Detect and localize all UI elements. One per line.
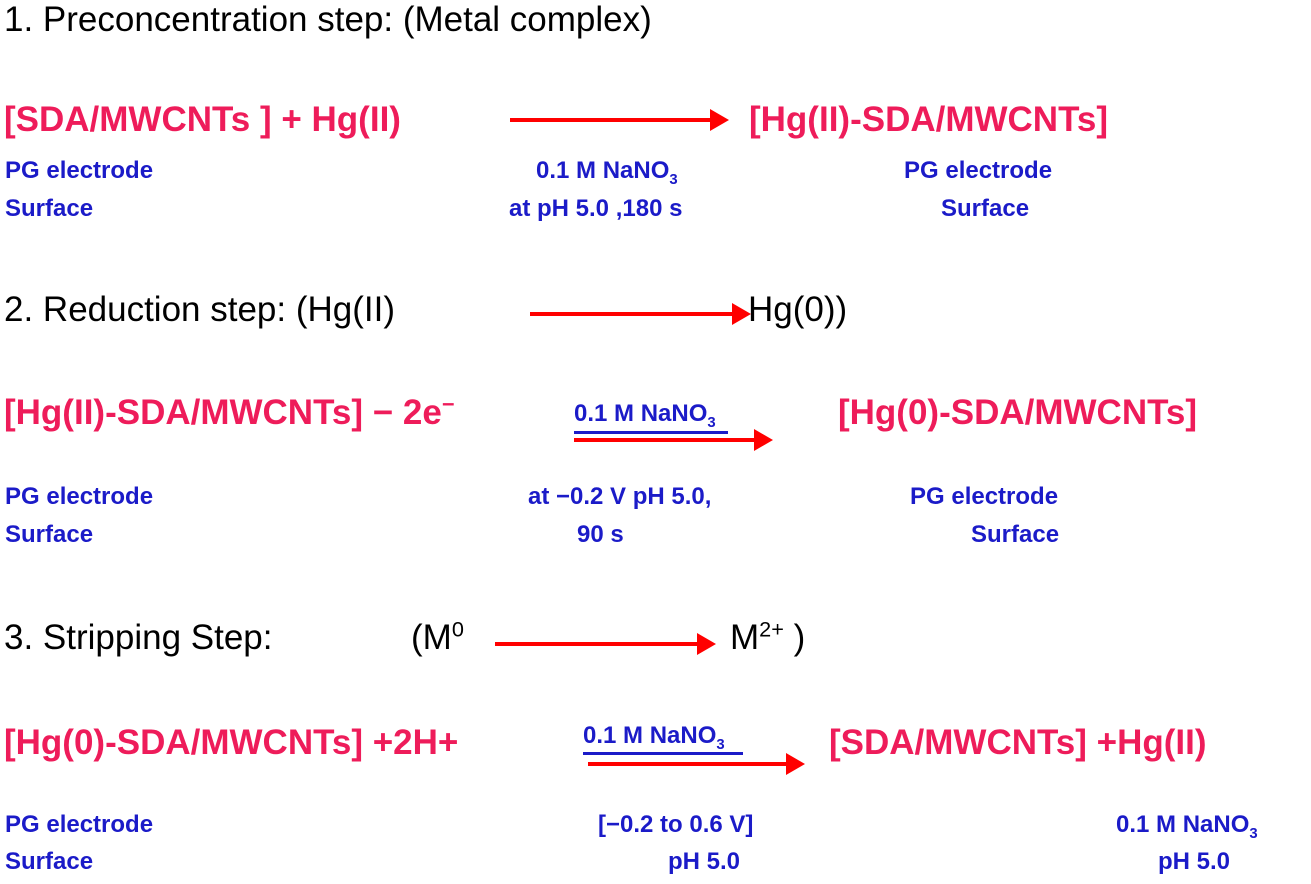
step3-mid-note-line1: [−0.2 to 0.6 V] (598, 811, 754, 838)
step2-reactant: [Hg(II)-SDA/MWCNTs] − 2e− (4, 391, 455, 432)
step3-left-note-line2: Surface (5, 848, 94, 875)
step1-heading: 1. Preconcentration step: (Metal complex… (4, 0, 652, 39)
step2-heading-suffix: Hg(0)) (748, 290, 848, 329)
step3-product: [SDA/MWCNTs] +Hg(II) (829, 723, 1207, 762)
step3-heading-from: (M0 (411, 616, 464, 657)
step2-product: [Hg(0)-SDA/MWCNTs] (838, 393, 1198, 432)
step3-heading-to: M2+ ) (730, 616, 806, 657)
step3-left-note-line1: PG electrode (5, 811, 154, 838)
step2-right-note-line2: Surface (971, 521, 1060, 548)
step1-condition-line2: at pH 5.0 ,180 s (509, 195, 683, 222)
step2-mid-note-line2: 90 s (577, 521, 624, 548)
step2-mid-note-line1: at −0.2 V pH 5.0, (528, 483, 712, 510)
step3-condition-underline (583, 752, 743, 755)
step1-left-note-line2: Surface (5, 195, 94, 222)
step3-heading-arrow (495, 633, 716, 655)
step2-right-note-line1: PG electrode (910, 483, 1059, 510)
step1-left-note-line1: PG electrode (5, 157, 154, 184)
step1-right-note-line2: Surface (941, 195, 1030, 222)
step2-condition: 0.1 M NaNO3 (574, 400, 716, 431)
step2-heading-prefix: 2. Reduction step: (Hg(II) (4, 290, 395, 329)
step1-product: [Hg(II)-SDA/MWCNTs] (749, 100, 1108, 139)
step1-reactant: [SDA/MWCNTs ] + Hg(II) (4, 100, 401, 139)
step3-right-note-line2: pH 5.0 (1158, 848, 1231, 875)
step2-left-note-line1: PG electrode (5, 483, 154, 510)
step2-condition-underline (574, 431, 728, 434)
step2-heading-arrow (530, 303, 751, 325)
step1-arrow (510, 109, 729, 131)
step3-reactant: [Hg(0)-SDA/MWCNTs] +2H+ (4, 723, 459, 762)
step2-left-note-line2: Surface (5, 521, 94, 548)
step1-condition-line1: 0.1 M NaNO3 (536, 157, 678, 188)
step1-right-note-line1: PG electrode (904, 157, 1053, 184)
step2-arrow (574, 429, 773, 451)
step3-arrow (588, 753, 805, 775)
step3-mid-note-line2: pH 5.0 (668, 848, 741, 875)
step3-condition: 0.1 M NaNO3 (583, 722, 725, 753)
step3-right-note-line1: 0.1 M NaNO3 (1116, 811, 1258, 842)
step3-heading-prefix: 3. Stripping Step: (4, 618, 273, 657)
